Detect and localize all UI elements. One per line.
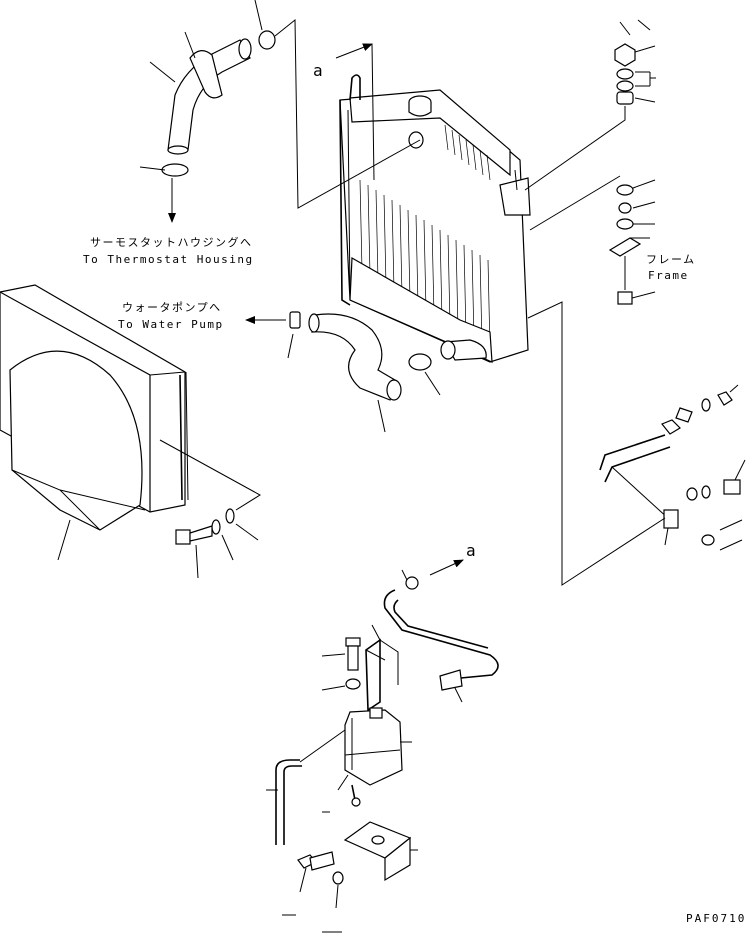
guide-line-stay	[527, 301, 666, 586]
hose-clamp-radiator	[408, 353, 432, 371]
washer-upper-1	[616, 68, 634, 80]
bracket-bolt-head	[345, 637, 361, 647]
stay-washer	[686, 487, 698, 501]
reservoir-tank	[344, 707, 403, 807]
mount-bracket	[499, 177, 531, 216]
stay-lockwasher	[701, 398, 711, 412]
rubber-cushion-upper	[616, 91, 634, 105]
tube-clip	[405, 576, 419, 590]
label-water-pump-jp: ウォータポンプへ	[122, 301, 222, 314]
top-mount-hardware	[614, 19, 651, 105]
top-tank-ribs	[444, 124, 491, 181]
label-frame-en: Frame	[648, 269, 689, 282]
label-thermostat-en: To Thermostat Housing	[83, 253, 254, 266]
frame-plate	[608, 237, 642, 257]
overflow-pipe	[383, 589, 499, 691]
lower-radiator-hose	[308, 313, 402, 401]
frame-bolt-head	[617, 291, 633, 305]
stay-nut-2	[717, 391, 733, 406]
upper-outlet	[408, 131, 424, 149]
stay-hardware	[661, 391, 741, 546]
stay-plate	[675, 407, 693, 423]
arrow-label-a-lower: a	[466, 541, 476, 560]
washer-upper-2	[616, 80, 634, 92]
plate-bolt	[297, 851, 335, 871]
frame-mount-hardware	[608, 184, 650, 305]
radiator-core	[359, 179, 491, 351]
guide-line-frame	[529, 175, 621, 231]
lower-outlet	[444, 339, 487, 361]
reservoir-bracket	[365, 638, 399, 712]
nut-upper	[614, 43, 636, 67]
shroud-bolt	[175, 525, 213, 545]
shroud-washer	[225, 508, 235, 524]
washer-frame-1	[616, 184, 634, 196]
reservoir-mount-plate	[343, 821, 412, 882]
hose-clamp-lower	[161, 163, 189, 177]
hose-clamp-upper	[189, 50, 223, 99]
guide-line-top-mount	[524, 106, 626, 191]
label-frame-jp: フレーム	[646, 253, 696, 266]
guide-line-shroud	[159, 439, 261, 511]
drawing-code: PAF0710	[686, 912, 746, 925]
guide-line-upper	[274, 18, 421, 209]
label-water-pump-en: To Water Pump	[118, 318, 224, 331]
label-thermostat-jp: サーモスタットハウジングへ	[90, 235, 253, 249]
washer-frame-2	[616, 218, 634, 230]
plate-washer	[332, 871, 344, 885]
fan-shroud	[0, 284, 189, 531]
stay-nut-1	[661, 419, 681, 435]
hose-clamp-pump	[289, 311, 301, 329]
hose-clamp-top	[258, 30, 276, 50]
upper-radiator-hose	[167, 38, 252, 155]
radiator-assembly	[339, 74, 531, 363]
bracket-lockwasher	[345, 678, 361, 690]
stay-rod	[599, 434, 679, 529]
drain-tube	[275, 759, 302, 845]
stay-bolt	[723, 479, 741, 495]
reservoir-cap	[369, 707, 383, 719]
nut-frame	[618, 202, 632, 214]
arrow-label-a-upper: a	[313, 61, 323, 80]
shroud-lockwasher	[211, 519, 221, 535]
bracket-bolt	[347, 645, 359, 671]
stay-bracket	[663, 509, 679, 529]
